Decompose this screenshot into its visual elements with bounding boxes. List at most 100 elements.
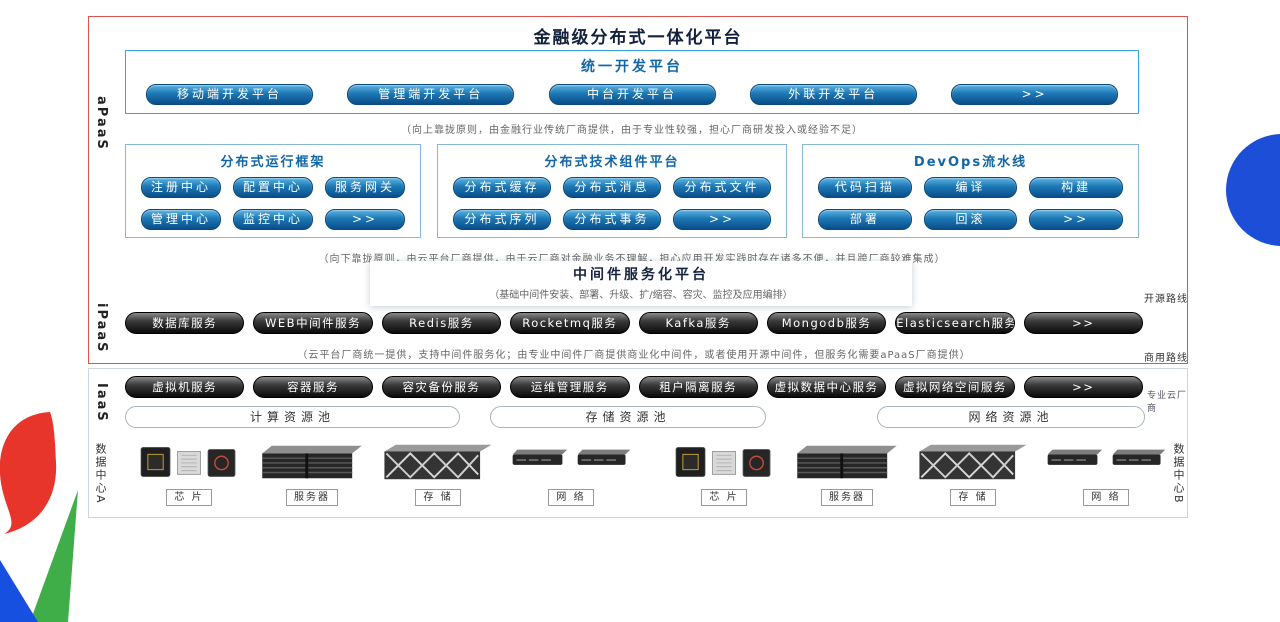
pool-storage: 存储资源池 bbox=[490, 406, 766, 428]
btn-distributed-message: 分布式消息 bbox=[563, 177, 661, 198]
btn-elasticsearch-service: Elasticsearch服务 bbox=[895, 312, 1015, 334]
chip-image bbox=[140, 446, 236, 478]
datacenter-b-label: 数据中心B bbox=[1172, 443, 1185, 505]
btn-database-service: 数据库服务 bbox=[125, 312, 245, 334]
btn-config-center: 配置中心 bbox=[233, 177, 313, 198]
middleware-service-platform-note: （基础中间件安装、部署、升级、扩/缩容、容灾、监控及应用编排） bbox=[489, 290, 793, 301]
unified-dev-platform-box: 统一开发平台 移动端开发平台 管理端开发平台 中台开发平台 外联开发平台 >> bbox=[125, 50, 1139, 114]
layer-label-ipaas: iPaaS bbox=[94, 303, 109, 354]
hw-label-chip-a: 芯 片 bbox=[166, 489, 212, 506]
btn-distributed-file: 分布式文件 bbox=[673, 177, 771, 198]
storage-image bbox=[383, 443, 493, 481]
btn-deploy: 部署 bbox=[818, 209, 912, 230]
hw-label-storage-b: 存 储 bbox=[950, 489, 996, 506]
unified-dev-button-row: 移动端开发平台 管理端开发平台 中台开发平台 外联开发平台 >> bbox=[146, 84, 1118, 105]
decoration-red-petal bbox=[0, 412, 57, 534]
btn-midplatform-dev-platform: 中台开发平台 bbox=[548, 84, 716, 105]
group-distributed-runtime-title: 分布式运行框架 bbox=[220, 155, 326, 170]
decoration-green-blade bbox=[30, 490, 78, 622]
btn-distributed-transaction: 分布式事务 bbox=[563, 209, 661, 230]
hw-group-server-b: 服务器 bbox=[791, 440, 903, 514]
hw-group-storage-a: 存 储 bbox=[378, 440, 498, 514]
hw-label-network-b: 网 络 bbox=[1083, 489, 1129, 506]
layer-label-apaas: aPaaS bbox=[94, 96, 109, 151]
pool-compute: 计算资源池 bbox=[125, 406, 460, 428]
vendor-label: 专业云厂商 bbox=[1147, 391, 1188, 414]
hw-label-chip-b: 芯 片 bbox=[701, 489, 747, 506]
btn-admin-dev-platform: 管理端开发平台 bbox=[347, 84, 515, 105]
btn-components-more: >> bbox=[673, 209, 771, 230]
layer-label-iaas: IaaS bbox=[94, 383, 109, 423]
btn-rocketmq-service: Rocketmq服务 bbox=[510, 312, 630, 334]
ipaas-button-row: 数据库服务 WEB中间件服务 Redis服务 Rocketmq服务 Kafka服… bbox=[125, 312, 1143, 334]
decoration-logo-shapes bbox=[0, 412, 78, 622]
btn-code-scan: 代码扫描 bbox=[818, 177, 912, 198]
btn-compile: 编译 bbox=[923, 177, 1018, 198]
btn-ipaas-more-services: >> bbox=[1023, 312, 1143, 334]
middleware-service-platform-box: 中间件服务化平台 （基础中间件安装、部署、升级、扩/缩容、容灾、监控及应用编排） bbox=[370, 261, 912, 306]
page-title: 金融级分布式一体化平台 bbox=[533, 28, 743, 48]
btn-virtual-network-service: 虚拟网络空间服务 bbox=[895, 376, 1015, 398]
btn-rollback: 回滚 bbox=[923, 209, 1018, 230]
hw-group-network-b: 网 络 bbox=[1041, 440, 1171, 514]
apaas-top-note: （向上靠拢原则，由金融行业传统厂商提供，由于专业性较强，担心厂商研发投入或经验不… bbox=[401, 125, 863, 136]
network-image bbox=[1046, 448, 1167, 466]
unified-dev-platform-title: 统一开发平台 bbox=[581, 59, 683, 75]
btn-external-dev-platform: 外联开发平台 bbox=[749, 84, 917, 105]
route-label-commercial: 商用路线 bbox=[1144, 353, 1188, 364]
group-distributed-components-grid: 分布式缓存 分布式消息 分布式文件 分布式序列 分布式事务 >> bbox=[453, 177, 771, 230]
btn-vm-service: 虚拟机服务 bbox=[125, 376, 245, 398]
btn-container-service: 容器服务 bbox=[253, 376, 373, 398]
hw-group-network-a: 网 络 bbox=[506, 440, 636, 514]
btn-virtual-datacenter-service: 虚拟数据中心服务 bbox=[766, 376, 887, 398]
btn-monitor-center: 监控中心 bbox=[233, 209, 313, 230]
storage-image bbox=[918, 443, 1028, 481]
hw-label-network-a: 网 络 bbox=[548, 489, 594, 506]
btn-registry-center: 注册中心 bbox=[141, 177, 221, 198]
btn-redis-service: Redis服务 bbox=[381, 312, 502, 334]
hw-label-storage-a: 存 储 bbox=[415, 489, 461, 506]
btn-distributed-cache: 分布式缓存 bbox=[453, 177, 551, 198]
btn-build: 构建 bbox=[1029, 177, 1123, 198]
decoration-blue-circle bbox=[1226, 134, 1280, 246]
datacenter-a-label: 数据中心A bbox=[94, 443, 107, 505]
apaas-bottom-note: （向下靠拢原则，由云平台厂商提供，由于云厂商对金融业务不理解，担心应用开发实践时… bbox=[318, 254, 946, 265]
iaas-button-row: 虚拟机服务 容器服务 容灾备份服务 运维管理服务 租户隔离服务 虚拟数据中心服务… bbox=[125, 376, 1143, 398]
btn-distributed-sequence: 分布式序列 bbox=[453, 209, 551, 230]
group-distributed-components: 分布式技术组件平台 分布式缓存 分布式消息 分布式文件 分布式序列 分布式事务 … bbox=[437, 144, 787, 238]
hw-group-chip-b: 芯 片 bbox=[668, 440, 780, 514]
middleware-service-platform-title: 中间件服务化平台 bbox=[573, 267, 709, 283]
btn-more-dev-platforms: >> bbox=[951, 84, 1118, 105]
btn-iaas-more-services: >> bbox=[1023, 376, 1143, 398]
btn-kafka-service: Kafka服务 bbox=[638, 312, 758, 334]
btn-ops-management-service: 运维管理服务 bbox=[510, 376, 630, 398]
group-devops-pipeline-title: DevOps流水线 bbox=[913, 155, 1028, 170]
route-label-open-source: 开源路线 bbox=[1144, 294, 1188, 305]
btn-disaster-backup-service: 容灾备份服务 bbox=[381, 376, 502, 398]
server-image bbox=[796, 445, 898, 479]
btn-runtime-more: >> bbox=[325, 209, 405, 230]
group-distributed-runtime: 分布式运行框架 注册中心 配置中心 服务网关 管理中心 监控中心 >> bbox=[125, 144, 421, 238]
hw-group-storage-b: 存 储 bbox=[913, 440, 1033, 514]
pool-network: 网络资源池 bbox=[877, 406, 1145, 428]
ipaas-note: （云平台厂商统一提供，支持中间件服务化；由专业中间件厂商提供商业化中间件，或者使… bbox=[297, 350, 971, 361]
network-image bbox=[511, 448, 632, 466]
hw-group-chip-a: 芯 片 bbox=[133, 440, 245, 514]
hw-group-server-a: 服务器 bbox=[256, 440, 368, 514]
group-distributed-runtime-grid: 注册中心 配置中心 服务网关 管理中心 监控中心 >> bbox=[141, 177, 405, 230]
btn-mongodb-service: Mongodb服务 bbox=[766, 312, 887, 334]
group-devops-pipeline: DevOps流水线 代码扫描 编译 构建 部署 回滚 >> bbox=[802, 144, 1139, 238]
btn-devops-more: >> bbox=[1029, 209, 1123, 230]
hw-label-server-a: 服务器 bbox=[286, 489, 338, 506]
decoration-blue-triangle bbox=[0, 560, 38, 622]
group-distributed-components-title: 分布式技术组件平台 bbox=[544, 155, 680, 170]
btn-tenant-isolation-service: 租户隔离服务 bbox=[638, 376, 758, 398]
btn-mobile-dev-platform: 移动端开发平台 bbox=[146, 84, 313, 105]
server-image bbox=[261, 445, 363, 479]
hw-label-server-b: 服务器 bbox=[821, 489, 873, 506]
btn-management-center: 管理中心 bbox=[141, 209, 221, 230]
btn-service-gateway: 服务网关 bbox=[325, 177, 405, 198]
group-devops-pipeline-grid: 代码扫描 编译 构建 部署 回滚 >> bbox=[818, 177, 1123, 230]
chip-image bbox=[675, 446, 771, 478]
